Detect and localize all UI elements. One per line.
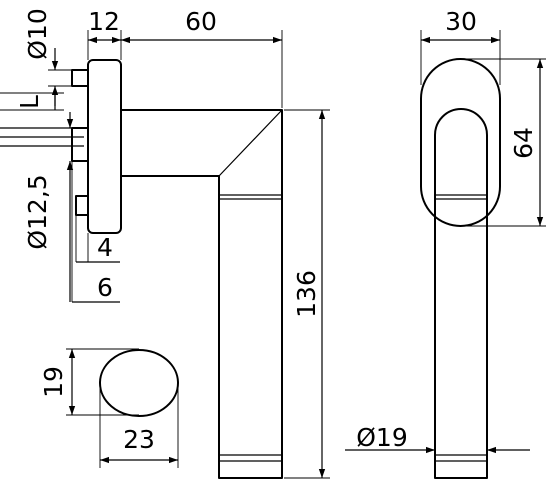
front-rose [420, 58, 501, 227]
label-23: 23 [123, 425, 155, 454]
label-6: 6 [97, 273, 113, 302]
rose-plate [87, 59, 122, 234]
dimension-oval-height: 19 [39, 348, 139, 416]
dimension-rose-diameter: Ø10 [23, 8, 72, 106]
dimension-grip-diameter: Ø19 [345, 420, 530, 478]
label-60: 60 [185, 7, 217, 36]
label-19: 19 [39, 366, 68, 398]
oval-section [99, 349, 179, 417]
rose-screws [71, 69, 89, 216]
dimension-front-height: 64 [462, 58, 546, 227]
dimension-screw-offset-4: 4 [75, 215, 120, 263]
label-d10: Ø10 [23, 8, 52, 60]
dimension-lever-length: 60 [121, 7, 283, 108]
dimension-oval-width: 23 [99, 383, 179, 468]
label-L: L [15, 95, 44, 109]
dimension-total-height: 136 [284, 109, 330, 479]
lever-arm [120, 109, 283, 479]
side-view: 12 60 136 Ø10 L [0, 7, 330, 479]
dimension-spindle-length: L [0, 92, 64, 111]
dimension-spindle-diameter: Ø12,5 [23, 112, 74, 302]
front-view: 30 64 Ø19 [345, 7, 546, 479]
label-4: 4 [97, 233, 113, 262]
label-64: 64 [509, 127, 538, 159]
label-d12-5: Ø12,5 [23, 174, 52, 249]
label-12: 12 [88, 7, 120, 36]
dimension-front-width: 30 [420, 7, 501, 85]
grip-cross-section: 19 23 [39, 348, 179, 468]
dimension-screw-offset-6: 6 [71, 161, 120, 303]
front-grip [434, 108, 488, 479]
lever-bend-line [218, 109, 283, 177]
label-d19: Ø19 [356, 423, 408, 452]
label-136: 136 [292, 270, 321, 318]
label-30: 30 [445, 7, 477, 36]
dimension-rose-width: 12 [87, 7, 122, 60]
